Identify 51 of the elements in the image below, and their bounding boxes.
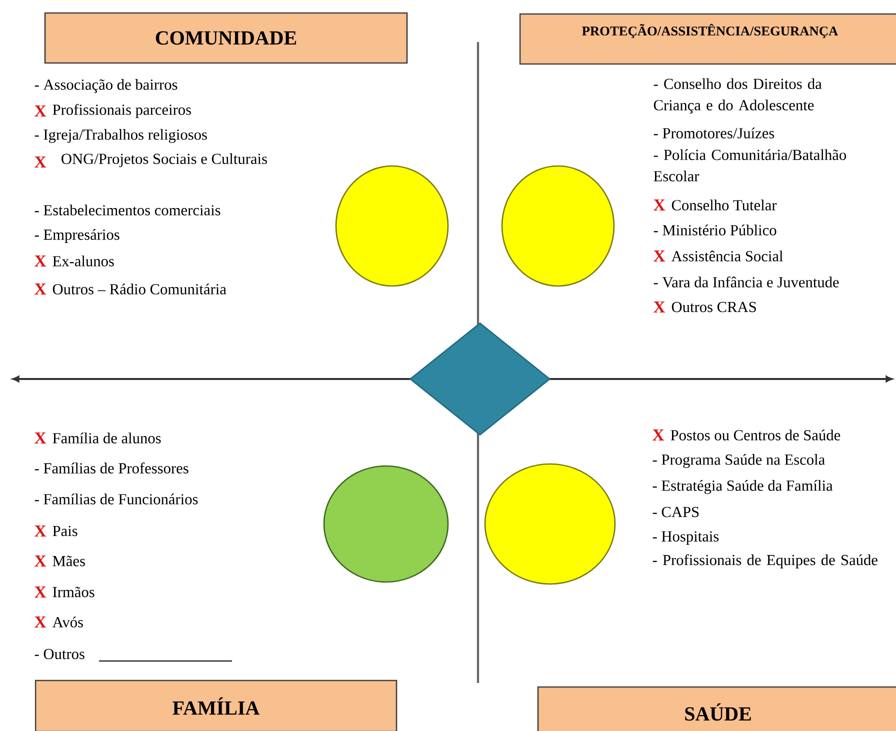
heading-box: FAMÍLIA bbox=[34, 680, 398, 731]
circle bbox=[335, 165, 449, 287]
x-mark: X bbox=[34, 586, 46, 598]
list-item: - Estratégia Saúde da Família bbox=[652, 480, 833, 494]
x-mark: X bbox=[34, 616, 46, 628]
list-item: - Igreja/Trabalhos religiosos bbox=[34, 129, 207, 143]
list-item: - Vara da Infância e Juventude bbox=[654, 276, 839, 288]
list-item: - Estabelecimentos comerciais bbox=[34, 204, 220, 216]
circle bbox=[484, 463, 616, 585]
list-item: - Programa Saúde na Escola bbox=[652, 454, 825, 468]
heading-box: SAÚDE bbox=[537, 686, 896, 731]
x-mark: X bbox=[34, 106, 46, 116]
list-item: Outros CRAS bbox=[672, 302, 756, 312]
x-mark: X bbox=[34, 556, 46, 566]
list-item: - Promotores/Juízes bbox=[654, 128, 774, 138]
list-item: - Outros bbox=[34, 648, 84, 660]
list-item: Profissionais parceiros bbox=[52, 104, 191, 118]
list-item: Mães bbox=[52, 556, 85, 566]
list-item: Postos ou Centros de Saúde bbox=[670, 430, 840, 440]
list-item: Outros – Rádio Comunitária bbox=[52, 284, 226, 294]
heading-box: COMUNIDADE bbox=[44, 12, 408, 64]
list-item: Irmãos bbox=[52, 586, 94, 598]
list-item: Ex-alunos bbox=[52, 256, 114, 266]
list-item: - Polícia Comunitária/Batalhão Escolar bbox=[654, 149, 846, 182]
list-item: - Conselho dos Direitos da Criança e do Adolescente bbox=[654, 78, 822, 114]
list-item: - Hospitais bbox=[652, 531, 719, 545]
circle bbox=[323, 465, 449, 583]
list-item: Família de alunos bbox=[52, 432, 161, 444]
heading-box: PROTEÇÃO/ASSISTÊNCIA/SEGURANÇA bbox=[519, 13, 896, 65]
x-mark: X bbox=[652, 430, 664, 440]
list-item: - Famílias de Professores bbox=[34, 462, 188, 474]
list-item: - CAPS bbox=[652, 506, 699, 518]
x-mark: X bbox=[34, 284, 46, 294]
x-mark: X bbox=[34, 526, 46, 536]
list-item: - Ministério Público bbox=[654, 224, 776, 236]
list-item: ONG/Projetos Sociais e Culturais bbox=[62, 153, 267, 168]
list-item: Conselho Tutelar bbox=[672, 200, 777, 210]
list-item: - Famílias de Funcionários bbox=[34, 494, 198, 504]
x-mark: X bbox=[654, 200, 666, 210]
x-mark: X bbox=[34, 432, 46, 444]
circle bbox=[501, 165, 615, 287]
list-item: - Associação de bairros bbox=[34, 79, 178, 93]
x-mark: X bbox=[34, 156, 46, 168]
list-item: Avós bbox=[52, 616, 83, 628]
list-item: - Empresários bbox=[34, 229, 120, 243]
list-item: - Profissionais de Equipes de Saúde bbox=[652, 554, 878, 568]
x-mark: X bbox=[34, 256, 46, 266]
x-mark: X bbox=[654, 302, 666, 312]
list-item: Assistência Social bbox=[671, 250, 783, 262]
x-mark: X bbox=[654, 250, 666, 262]
list-item: Pais bbox=[52, 526, 78, 536]
